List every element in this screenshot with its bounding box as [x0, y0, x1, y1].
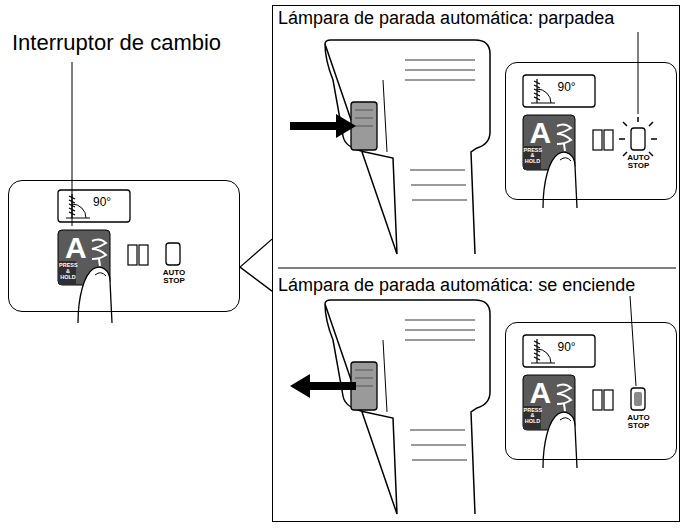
- lamp-heading: Lámpara de parada automática: se enciend…: [278, 276, 635, 295]
- lamp-caption: AUTO STOP: [622, 154, 656, 171]
- control-panel: 90° APRESS & HOLD AUTO STOP: [505, 62, 677, 200]
- angle-value: 90°: [558, 81, 576, 94]
- mode-letter: A: [530, 117, 552, 149]
- lamp-caption: AUTO STOP: [622, 414, 656, 431]
- button-caption: PRESS & HOLD: [59, 263, 77, 280]
- button-caption: PRESS & HOLD: [524, 408, 542, 425]
- detail-frame: Lámpara de parada automática: parpadeaLá…: [272, 5, 680, 522]
- mode-letter: A: [65, 232, 87, 264]
- angle-value: 90°: [558, 341, 576, 354]
- angle-value: 90°: [93, 196, 111, 209]
- callout-pointer: [240, 239, 272, 291]
- control-panel: 90° APRESS & HOLD AUTO STOP: [505, 322, 677, 460]
- control-panel: 90° APRESS & HOLD AUTO STOP: [8, 180, 240, 312]
- part-name: Interruptor de cambio: [12, 30, 221, 56]
- button-caption: PRESS & HOLD: [524, 148, 542, 165]
- lamp-caption: AUTO STOP: [157, 269, 191, 286]
- mode-letter: A: [530, 377, 552, 409]
- lamp-heading: Lámpara de parada automática: parpadea: [278, 9, 614, 28]
